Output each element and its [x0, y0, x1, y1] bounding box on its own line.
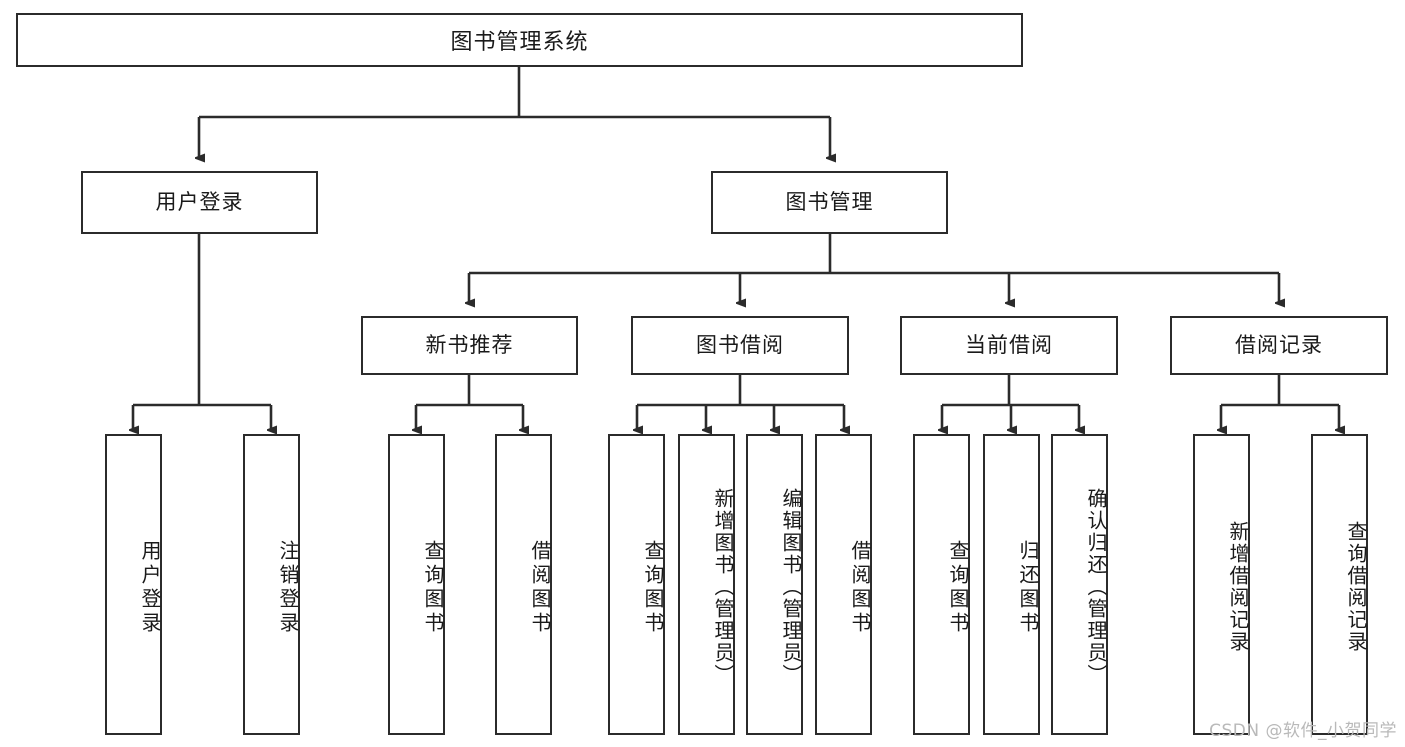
node-borrow-record[interactable]: 借阅记录 — [1170, 316, 1388, 375]
node-leaf-query-book-recommend[interactable]: 查询图书 — [388, 434, 445, 735]
node-label: 归还图书 — [1016, 539, 1040, 636]
node-leaf-return-book[interactable]: 归还图书 — [983, 434, 1040, 735]
node-label: 当前借阅 — [965, 332, 1053, 357]
node-current-borrow[interactable]: 当前借阅 — [900, 316, 1118, 375]
node-label: 图书借阅 — [696, 332, 784, 357]
node-label: 用户登录 — [155, 189, 244, 214]
node-label: 查询借阅记录 — [1344, 520, 1368, 653]
node-label: 图书管理 — [785, 189, 874, 214]
node-leaf-query-book-borrow[interactable]: 查询图书 — [608, 434, 665, 735]
node-label: 借阅图书 — [848, 539, 872, 636]
node-leaf-user-login[interactable]: 用户登录 — [105, 434, 162, 735]
watermark: CSDN @软件_小贺同学 — [1209, 721, 1397, 741]
node-label: 用户登录 — [138, 539, 162, 636]
node-label: 借阅记录 — [1235, 332, 1323, 357]
node-label: 查询图书 — [946, 539, 970, 636]
node-label: 查询图书 — [641, 539, 665, 636]
node-new-book-recommend[interactable]: 新书推荐 — [361, 316, 578, 375]
node-leaf-query-borrow-record[interactable]: 查询借阅记录 — [1311, 434, 1368, 735]
node-label: 图书管理系统 — [450, 30, 589, 55]
node-label: 查询图书 — [421, 539, 445, 636]
node-leaf-borrow-book-recommend[interactable]: 借阅图书 — [495, 434, 552, 735]
node-leaf-confirm-return-admin[interactable]: 确认归还（管理员） — [1051, 434, 1108, 735]
node-label: 注销登录 — [276, 539, 300, 636]
node-leaf-add-borrow-record[interactable]: 新增借阅记录 — [1193, 434, 1250, 735]
node-leaf-borrow-book[interactable]: 借阅图书 — [815, 434, 872, 735]
node-leaf-logout[interactable]: 注销登录 — [243, 434, 300, 735]
node-label: 新增图书（管理员） — [711, 487, 735, 686]
node-root-system[interactable]: 图书管理系统 — [16, 13, 1023, 67]
node-label: 借阅图书 — [528, 539, 552, 636]
node-leaf-add-book-admin[interactable]: 新增图书（管理员） — [678, 434, 735, 735]
node-book-borrow[interactable]: 图书借阅 — [631, 316, 849, 375]
node-leaf-edit-book-admin[interactable]: 编辑图书（管理员） — [746, 434, 803, 735]
node-label: 新增借阅记录 — [1226, 520, 1250, 653]
node-label: 新书推荐 — [425, 332, 514, 357]
node-book-management[interactable]: 图书管理 — [711, 171, 948, 234]
node-user-login[interactable]: 用户登录 — [81, 171, 318, 234]
node-label: 确认归还（管理员） — [1084, 487, 1108, 686]
node-label: 编辑图书（管理员） — [779, 487, 803, 686]
node-leaf-query-book-current[interactable]: 查询图书 — [913, 434, 970, 735]
